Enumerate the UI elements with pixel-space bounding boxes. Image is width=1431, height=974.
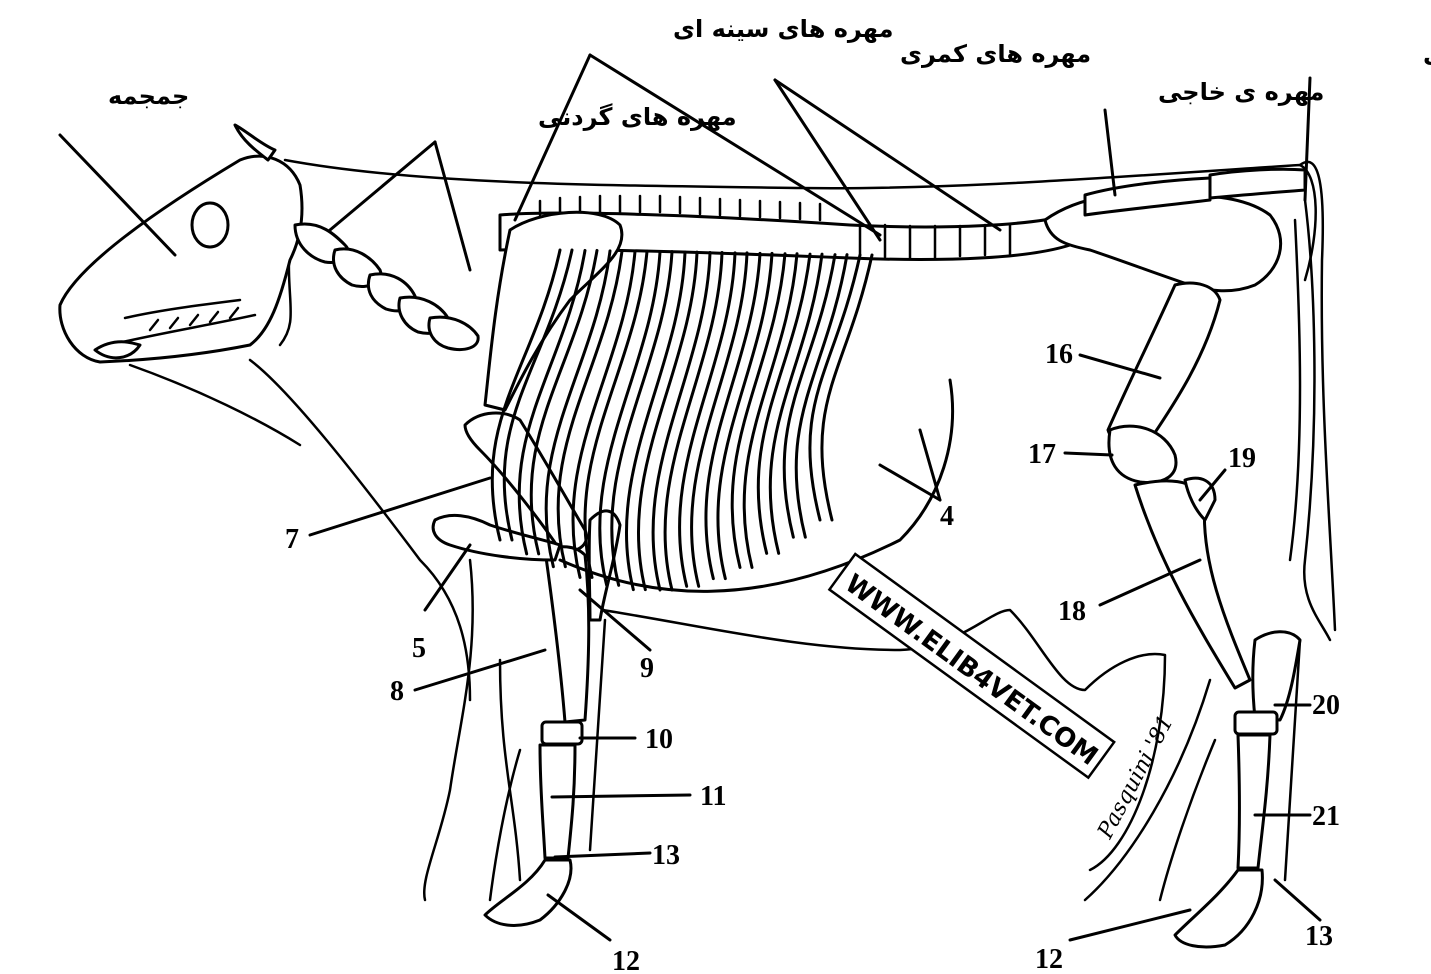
label-21: 21 — [1312, 801, 1340, 832]
label-18: 18 — [1058, 596, 1086, 627]
label-13-hind: 13 — [1305, 921, 1333, 952]
label-7: 7 — [285, 524, 299, 555]
hindlimb — [1108, 283, 1300, 947]
cervical-vertebrae — [295, 224, 478, 349]
label-9: 9 — [640, 653, 654, 684]
watermark: WWW.ELIB4VET.COM — [829, 554, 1114, 778]
label-skull: جمجمه — [108, 82, 189, 110]
label-8: 8 — [390, 676, 404, 707]
label-16: 16 — [1045, 339, 1073, 370]
rib-edge — [822, 255, 872, 520]
label-sacral-vertebra: مهره ی خاجی — [1158, 78, 1324, 106]
signature: Pasquini '81 — [1093, 711, 1179, 843]
label-thoracic-vertebrae: مهره های سینه ای — [673, 15, 894, 43]
label-cervical-vertebrae: مهره های گردنی — [538, 103, 737, 131]
rib — [810, 255, 860, 520]
label-lumbar-vertebrae: مهره های کمری — [900, 40, 1091, 68]
label-5: 5 — [412, 633, 426, 664]
label-13-fore: 13 — [652, 840, 680, 871]
skull — [60, 125, 302, 362]
label-caudal-vertebrae: مهره های دمی — [1423, 40, 1431, 68]
label-10: 10 — [645, 724, 673, 755]
label-4: 4 — [940, 501, 954, 532]
label-20: 20 — [1312, 690, 1340, 721]
label-12-fore: 12 — [612, 946, 640, 974]
rib — [626, 252, 685, 590]
forelimb — [465, 212, 622, 925]
rib — [653, 253, 710, 591]
label-17: 17 — [1028, 439, 1056, 470]
label-12-hind: 12 — [1035, 944, 1063, 974]
rib-cage-outline — [560, 380, 953, 591]
label-11: 11 — [700, 781, 726, 812]
label-19: 19 — [1228, 443, 1256, 474]
